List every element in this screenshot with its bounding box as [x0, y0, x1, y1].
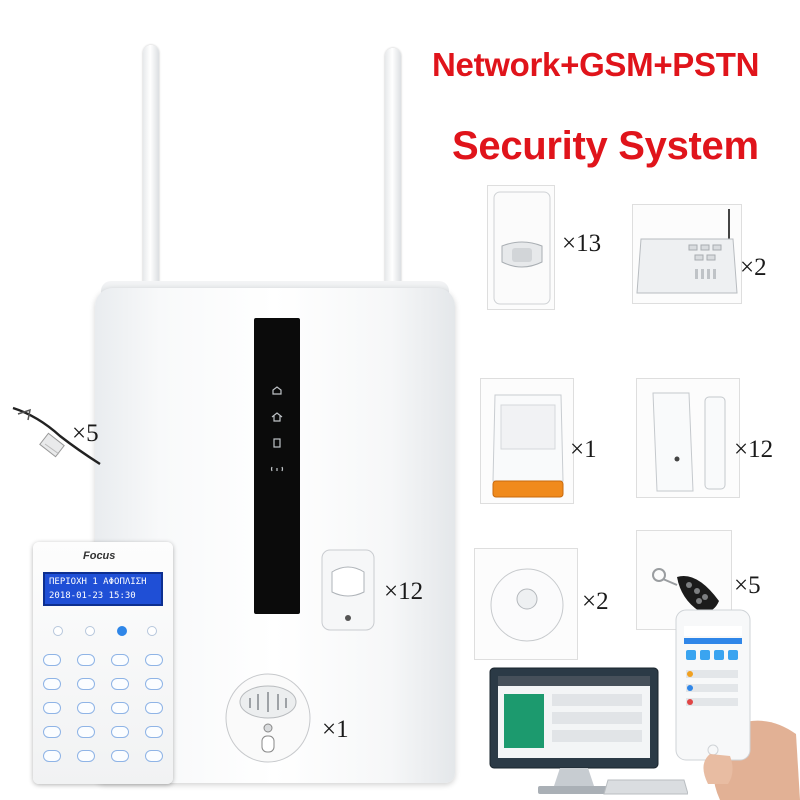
- keypad-key: [145, 678, 163, 690]
- keypad-key: [43, 750, 61, 762]
- phone-line-icon: [273, 438, 281, 448]
- repeater-frame: [632, 204, 742, 304]
- smartphone-app-image: [675, 609, 800, 800]
- lcd-keypad: Focus ΠΕΡΙΟΧΗ 1 ΑΦΟΠΛΙΣΗ 2018-01-23 15:3…: [33, 542, 173, 784]
- keypad-key: [77, 750, 95, 762]
- outdoor-strobe-siren-image: [492, 394, 564, 498]
- keypad-function-key: [85, 626, 95, 636]
- keypad-function-key: [147, 626, 157, 636]
- keypad-function-key: [53, 626, 63, 636]
- pir-motion-detector-image: [493, 191, 551, 305]
- panel-status-strip: [254, 318, 300, 614]
- qty-mini-pir: ×12: [384, 578, 424, 605]
- keypad-key: [77, 654, 95, 666]
- qty-siren: ×1: [570, 436, 597, 463]
- keypad-key: [43, 702, 61, 714]
- power-icon: [272, 386, 282, 395]
- keypad-key: [111, 750, 129, 762]
- qty-door-sensor: ×12: [734, 436, 774, 463]
- temperature-sensor-image: [12, 406, 101, 466]
- keypad-key: [111, 654, 129, 666]
- keypad-key: [111, 702, 129, 714]
- keypad-key: [77, 726, 95, 738]
- ceiling-smoke-detector-image: [225, 673, 311, 763]
- keypad-key: [145, 750, 163, 762]
- keypad-lcd-screen: ΠΕΡΙΟΧΗ 1 ΑΦΟΠΛΙΣΗ 2018-01-23 15:30: [43, 572, 163, 606]
- keypad-screen-line1: ΠΕΡΙΟΧΗ 1 ΑΦΟΠΛΙΣΗ: [49, 577, 147, 587]
- keypad-brand: Focus: [83, 550, 116, 562]
- desktop-computer-image: [489, 667, 688, 795]
- qty-temperature-sensor: ×5: [72, 420, 99, 447]
- antenna-right: [385, 48, 401, 296]
- smoke-detector-round-image: [490, 568, 564, 642]
- keypad-function-key: [117, 626, 127, 636]
- keypad-key: [77, 678, 95, 690]
- headline-line2: Security System: [452, 124, 759, 168]
- keypad-key: [145, 726, 163, 738]
- headline-line1: Network+GSM+PSTN: [432, 46, 760, 83]
- keypad-key: [77, 702, 95, 714]
- remote-keyfob-image: [652, 568, 719, 612]
- wireless-repeater-image: [636, 209, 738, 294]
- door-window-sensor-image: [652, 392, 726, 492]
- keypad-key: [145, 702, 163, 714]
- wireless-signal-icon: [270, 466, 284, 472]
- qty-repeater: ×2: [740, 254, 767, 281]
- qty-round-detector: ×2: [582, 588, 609, 615]
- round-detector-frame: [474, 548, 578, 660]
- keypad-key: [43, 726, 61, 738]
- keypad-screen-line2: 2018-01-23 15:30: [49, 591, 136, 601]
- siren-frame: [480, 378, 574, 504]
- pir-detector-frame: [487, 185, 555, 310]
- door-sensor-frame: [636, 378, 740, 498]
- qty-ceiling-smoke-detector: ×1: [322, 716, 349, 743]
- keypad-key: [111, 726, 129, 738]
- keypad-key: [145, 654, 163, 666]
- home-icon: [271, 412, 283, 422]
- keypad-key: [111, 678, 129, 690]
- keypad-key: [43, 678, 61, 690]
- mini-pir-detector-image: [321, 549, 375, 631]
- qty-pir-detector: ×13: [562, 230, 602, 257]
- qty-keyfob: ×5: [734, 572, 761, 599]
- keypad-key: [43, 654, 61, 666]
- antenna-left: [143, 45, 159, 295]
